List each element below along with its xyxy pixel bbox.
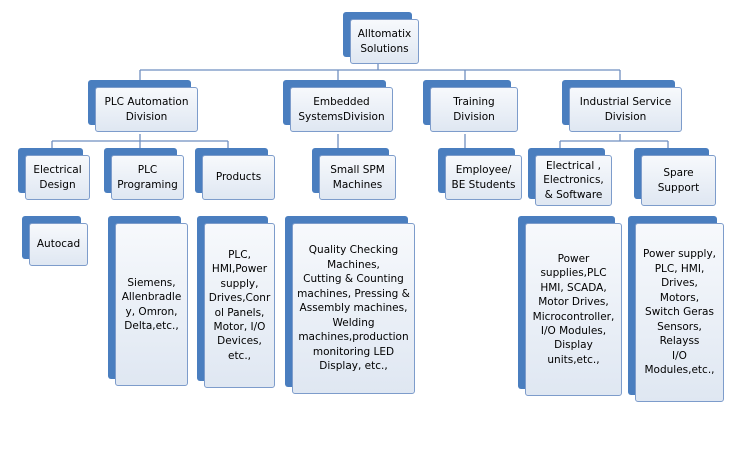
- node-label: PLC Automation Division: [104, 96, 189, 123]
- node-products-list: PLC, HMI,Power supply, Drives,Conr ol Pa…: [197, 216, 275, 388]
- node-label: PLC Programing: [117, 164, 178, 191]
- node-embedded-systems-division: Embedded SystemsDivision: [283, 80, 393, 132]
- node-electrical-electronics-software: Electrical , Electronics, & Software: [528, 148, 612, 206]
- node-label: Siemens, Allenbradle y, Omron, Delta,etc…: [121, 276, 182, 332]
- node-label: Training Division: [453, 96, 495, 123]
- node-label: Industrial Service Division: [579, 96, 672, 123]
- node-training-division: Training Division: [423, 80, 518, 132]
- node-electrical-design: Electrical Design: [18, 148, 90, 200]
- node-spare-support: Spare Support: [634, 148, 716, 206]
- node-electronics-list: Power supplies,PLC HMI, SCADA, Motor Dri…: [518, 216, 622, 396]
- node-label: Electrical , Electronics, & Software: [543, 159, 604, 201]
- node-spm-machines-list: Quality Checking Machines, Cutting & Cou…: [285, 216, 415, 394]
- node-label: Power supply, PLC, HMI, Drives, Motors, …: [642, 248, 716, 377]
- node-plc-automation-division: PLC Automation Division: [88, 80, 198, 132]
- node-label: Alltomatix Solutions: [357, 28, 412, 55]
- node-programing-list: Siemens, Allenbradle y, Omron, Delta,etc…: [108, 216, 188, 386]
- node-plc-programing: PLC Programing: [104, 148, 184, 200]
- node-industrial-service-division: Industrial Service Division: [562, 80, 682, 132]
- node-label: PLC, HMI,Power supply, Drives,Conr ol Pa…: [208, 248, 271, 362]
- node-products: Products: [195, 148, 275, 200]
- node-label: Small SPM Machines: [330, 164, 385, 191]
- node-allotomatix-solutions: Alltomatix Solutions: [343, 12, 419, 64]
- node-label: Power supplies,PLC HMI, SCADA, Motor Dri…: [532, 252, 615, 366]
- node-spare-support-list: Power supply, PLC, HMI, Drives, Motors, …: [628, 216, 724, 402]
- node-label: Products: [215, 171, 262, 184]
- node-label: Electrical Design: [33, 164, 82, 191]
- node-label: Spare Support: [657, 167, 700, 194]
- node-autocad: Autocad: [22, 216, 88, 266]
- node-employee-be-students: Employee/ BE Students: [438, 148, 522, 200]
- node-label: Quality Checking Machines, Cutting & Cou…: [297, 244, 410, 373]
- node-label: Embedded SystemsDivision: [298, 96, 385, 123]
- node-label: Autocad: [36, 238, 81, 251]
- node-small-spm-machines: Small SPM Machines: [312, 148, 396, 200]
- node-label: Employee/ BE Students: [451, 164, 516, 191]
